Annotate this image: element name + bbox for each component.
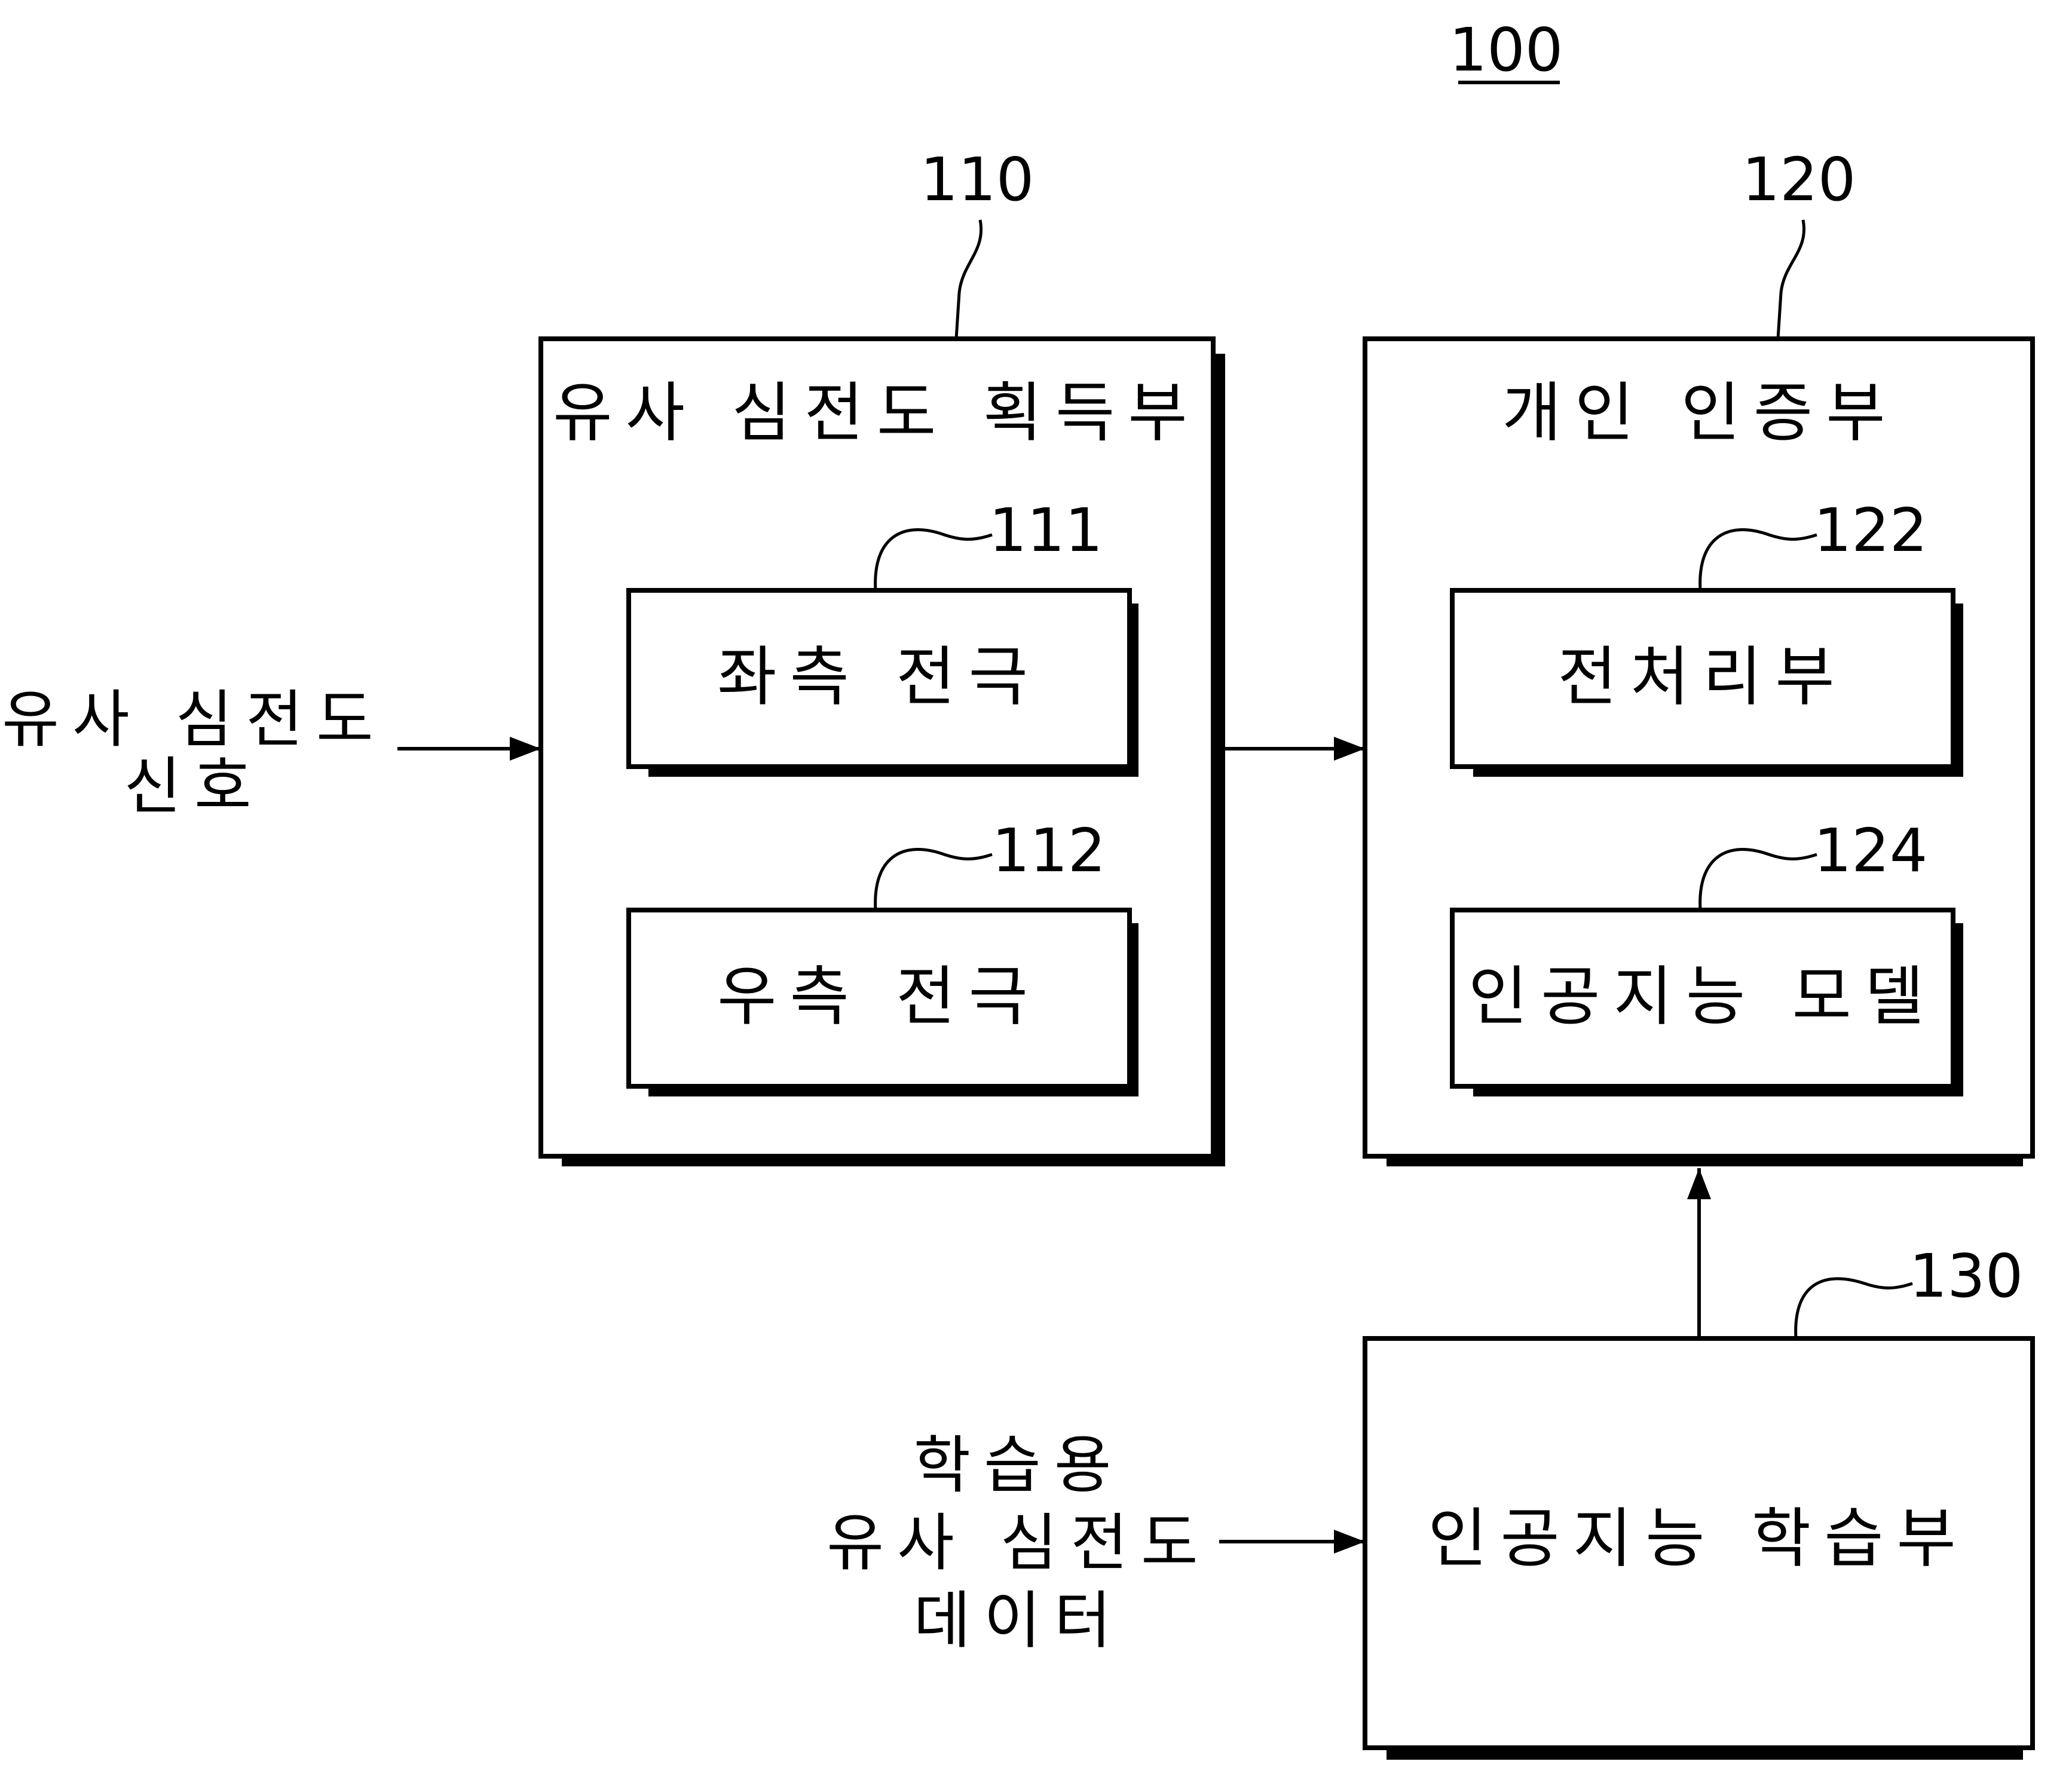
left-electrode-ref-label: 111 [989, 495, 1103, 565]
learning-leader-line [1794, 1277, 1913, 1339]
learning-ref-label: 130 [1909, 1241, 2024, 1311]
preprocessing-leader-line [1698, 528, 1817, 591]
training-input-label-line3: 데이터 [913, 1584, 1124, 1657]
preprocessing-ref-label: 122 [1814, 495, 1928, 565]
ai-model-ref-label: 124 [1814, 816, 1928, 886]
signal-input-label-line2: 신호 [124, 750, 264, 823]
figure-ref-label: 100 [1449, 15, 1563, 85]
ai-model-box [1450, 908, 1955, 1089]
preprocessing-box [1450, 588, 1955, 769]
right-electrode-label: 우측 전극 [717, 960, 1041, 1034]
authentication-leader-line [1776, 219, 1805, 339]
ai-model-label: 인공지능 모델 [1468, 960, 1938, 1034]
acquisition-ref-label: 110 [920, 145, 1035, 215]
authentication-ref-label: 120 [1742, 145, 1856, 215]
training-input-label-line2: 유사 심전도 [827, 1506, 1211, 1579]
preprocessing-label: 전처리부 [1557, 640, 1847, 715]
left-electrode-leader-line [874, 528, 993, 591]
training-input-label-line1: 학습용 [913, 1429, 1124, 1502]
signal-input-label-line1: 유사 심전도 [2, 683, 386, 756]
learning-block-label: 인공지능 학습부 [1428, 1502, 1969, 1576]
learning-block-box [1363, 1336, 2035, 1750]
right-electrode-ref-label: 112 [992, 816, 1106, 886]
right-electrode-leader-line [874, 848, 993, 911]
acquisition-leader-line [954, 219, 983, 339]
ai-model-leader-line [1698, 848, 1817, 911]
authentication-title: 개인 인증부 [1502, 376, 1898, 451]
right-electrode-box [626, 908, 1132, 1089]
left-electrode-label: 좌측 전극 [717, 640, 1041, 715]
acquisition-title: 유사 심전도 획득부 [553, 376, 1201, 451]
left-electrode-box [626, 588, 1132, 769]
